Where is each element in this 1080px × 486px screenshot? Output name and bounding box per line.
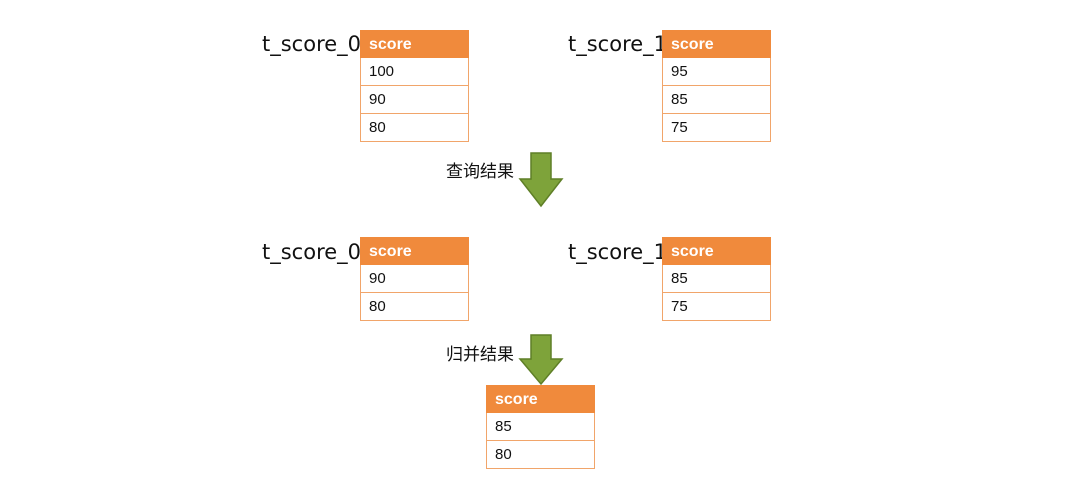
table-header: score [360,237,469,265]
table-row: 85 [486,413,595,441]
table-row: 75 [662,114,771,142]
table-name-label: t_score_1 [568,32,668,56]
merged-score-table: score 85 80 [486,385,595,469]
table-row: 100 [360,58,469,86]
table-row: 80 [360,293,469,321]
down-arrow-icon [518,152,564,208]
score-table: score 90 80 [360,237,469,321]
table-row: 85 [662,86,771,114]
table-header: score [662,237,771,265]
score-table: score 85 75 [662,237,771,321]
table-name-label: t_score_0 [262,32,362,56]
table-header: score [662,30,771,58]
table-row: 90 [360,265,469,293]
table-row: 85 [662,265,771,293]
table-row: 80 [486,441,595,469]
table-row: 80 [360,114,469,142]
table-row: 95 [662,58,771,86]
table-header: score [486,385,595,413]
table-row: 75 [662,293,771,321]
merge-result-label: 归并结果 [446,345,514,365]
table-name-label: t_score_0 [262,240,362,264]
score-table: score 100 90 80 [360,30,469,142]
down-arrow-icon [518,334,564,386]
table-name-label: t_score_1 [568,240,668,264]
score-table: score 95 85 75 [662,30,771,142]
query-result-label: 查询结果 [446,162,514,182]
table-row: 90 [360,86,469,114]
table-header: score [360,30,469,58]
